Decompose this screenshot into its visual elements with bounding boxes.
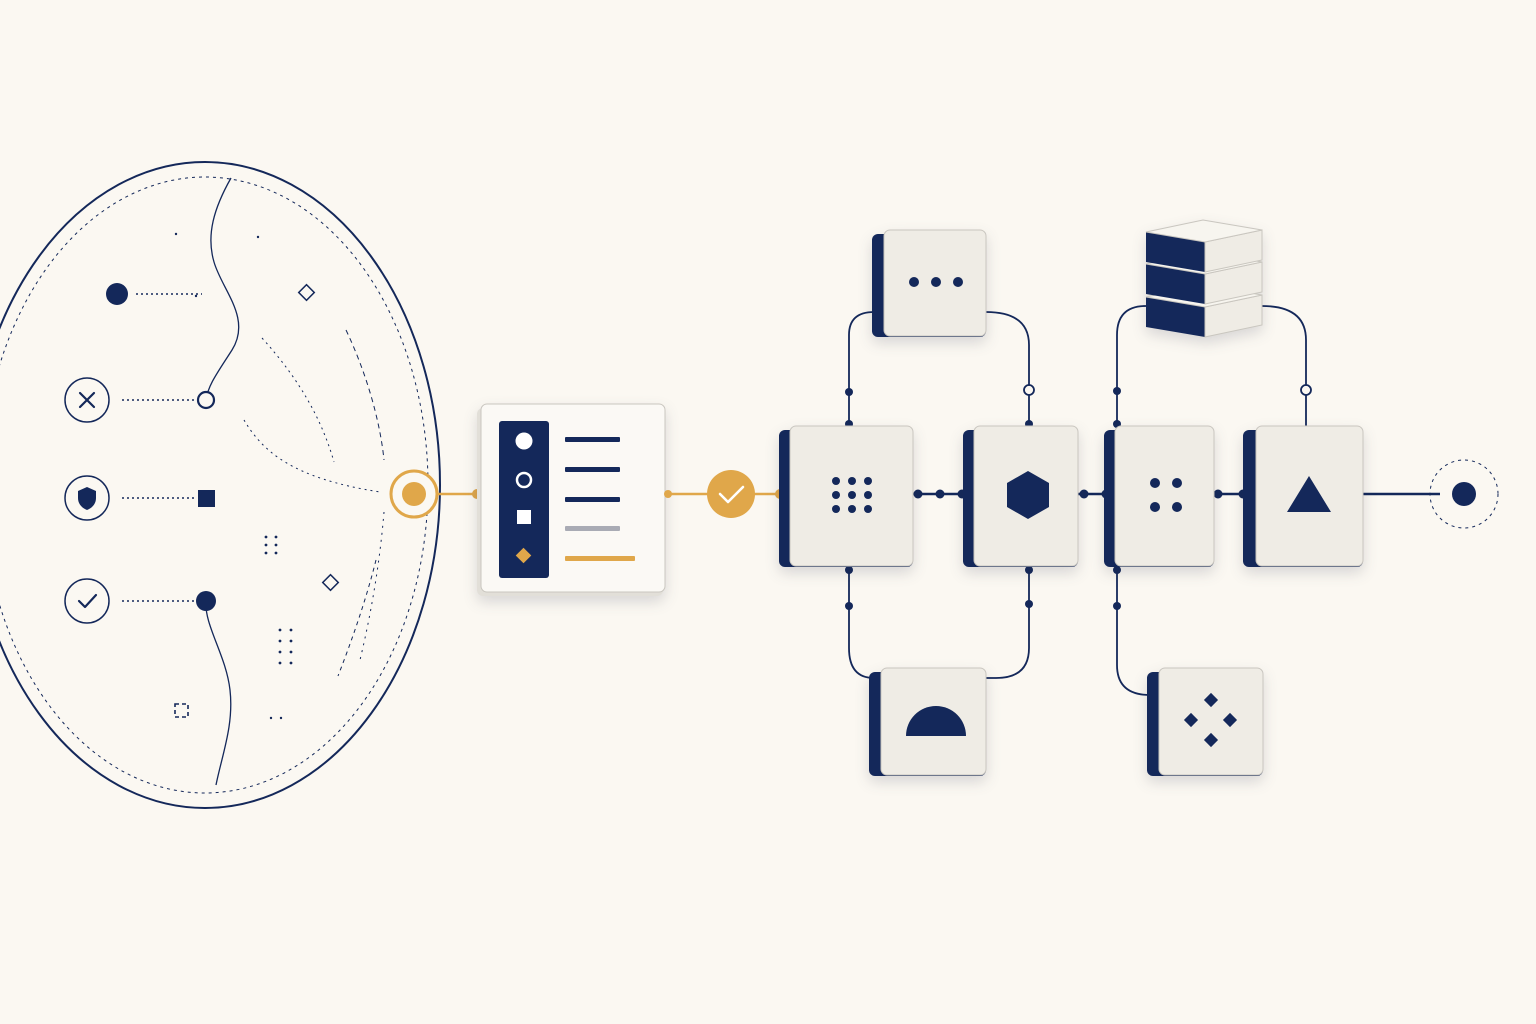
branch-connectors — [848, 305, 1307, 696]
hollow-joint — [1023, 384, 1035, 396]
checklist-line-highlighted — [565, 556, 635, 561]
meander-line-bottom — [205, 600, 232, 786]
region-inner-dashed — [0, 176, 429, 794]
hollow-circle-icon — [515, 471, 533, 489]
check-icon — [707, 470, 755, 518]
diamond-icon — [515, 547, 532, 564]
ellipsis-icon — [909, 277, 963, 287]
dot-grid-3x3-icon — [832, 477, 872, 513]
lower-block-diamond-cluster — [1147, 667, 1264, 776]
flow-dotted-3 — [243, 419, 381, 493]
shield-circle-icon — [64, 475, 110, 521]
dot-grid-2x2-icon — [1150, 478, 1182, 512]
half-circle-icon — [906, 706, 966, 736]
stack-icon — [1145, 219, 1263, 338]
checklist-marker-column — [499, 421, 549, 578]
triangle-icon — [1287, 476, 1331, 512]
connector-joints — [845, 387, 1121, 610]
hollow-diamond-icon — [321, 573, 340, 592]
hollow-dot-icon — [196, 390, 216, 410]
flow-dashed-2 — [345, 329, 385, 461]
checklist-line — [565, 467, 620, 472]
dotted-grid-icon — [278, 628, 293, 665]
main-block-dot-grid-small — [1104, 425, 1215, 567]
main-block-dot-grid — [779, 425, 914, 567]
filter-region — [0, 161, 441, 809]
upper-block-ellipsis — [872, 229, 987, 337]
target-ring-icon — [389, 469, 439, 519]
faint-marks — [174, 232, 283, 720]
accent-joint — [664, 490, 672, 498]
dashed-square-icon — [174, 703, 189, 718]
diamond-cluster-icon — [1183, 692, 1238, 748]
filled-dot-icon — [1452, 482, 1476, 506]
checklist-line — [565, 526, 620, 531]
filled-circle-icon — [515, 432, 533, 450]
filled-square-icon — [517, 510, 531, 524]
region-outline — [0, 161, 441, 809]
flow-dotted-1 — [261, 337, 335, 463]
check-circle-icon — [64, 578, 110, 624]
meander-line-top — [205, 177, 240, 401]
output-node — [1429, 459, 1499, 529]
checklist-line — [565, 437, 620, 442]
hollow-diamond-icon — [297, 283, 316, 302]
flow-dashed-4 — [337, 559, 377, 677]
hollow-joint — [1300, 384, 1312, 396]
filled-dot-icon — [106, 283, 128, 305]
filled-square-icon — [198, 490, 215, 507]
checklist-line — [565, 497, 620, 502]
flow-dotted-5 — [359, 511, 385, 661]
hexagon-icon — [1007, 471, 1049, 519]
x-circle-icon — [64, 377, 110, 423]
filled-dot-icon — [196, 591, 216, 611]
dotted-grid-icon — [264, 535, 278, 555]
